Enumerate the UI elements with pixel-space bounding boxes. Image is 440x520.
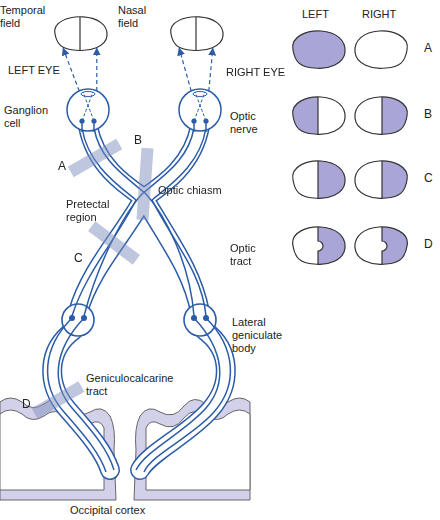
lgb-cell — [81, 315, 87, 321]
radiation-fiber — [136, 318, 220, 470]
lesion-band — [137, 148, 154, 221]
eye: LEFT EYE — [66, 88, 110, 132]
row-letter: D — [424, 238, 438, 251]
radiation-fill — [140, 330, 226, 470]
field-outline — [55, 17, 107, 51]
column-heading: LEFT — [302, 8, 342, 21]
eye-label: RIGHT EYE — [226, 66, 296, 79]
lesion-letter: B — [134, 134, 148, 147]
light-ray — [82, 92, 93, 121]
ganglion-cell — [203, 118, 208, 123]
field-outline — [293, 161, 345, 198]
light-ray-arrow — [96, 48, 97, 91]
radiation-outline — [140, 330, 226, 470]
ganglion-cell — [79, 118, 84, 123]
eyeball — [179, 89, 221, 131]
part-label: Pretectal region — [66, 198, 126, 224]
light-ray-arrow — [63, 48, 79, 91]
lesion-letter: A — [58, 160, 72, 173]
eye-shape — [178, 88, 222, 132]
field-divider — [195, 17, 196, 51]
part-label: Geniculocalcarine tract — [86, 372, 186, 398]
field-divider — [381, 97, 382, 135]
field-outline — [355, 97, 407, 134]
eye: RIGHT EYE — [178, 88, 222, 132]
part-label: Ganglion cell — [4, 104, 56, 130]
part-label: Optic nerve — [230, 110, 274, 136]
row-letter: A — [424, 42, 438, 55]
column-heading: RIGHT — [362, 8, 406, 21]
field-shade — [318, 226, 348, 266]
field-oval — [52, 16, 108, 52]
nerve-fiber — [152, 128, 206, 316]
field-oval — [168, 16, 224, 52]
part-label: Optic tract — [230, 242, 274, 268]
field-defect — [293, 31, 345, 68]
field-label: Nasal field — [118, 4, 164, 30]
row-letter: C — [424, 172, 438, 185]
field-divider — [382, 227, 387, 265]
field-divider — [381, 161, 382, 199]
field-outline — [355, 227, 407, 264]
light-ray-arrow — [179, 48, 191, 91]
field-outline — [293, 227, 345, 264]
field-divider — [317, 161, 318, 199]
lesion-letter: C — [74, 252, 88, 265]
eye-shape — [66, 88, 110, 132]
light-ray — [83, 92, 94, 121]
lgb-right — [184, 304, 216, 336]
lesion-band — [88, 221, 140, 264]
visual-field: Temporal field — [52, 16, 108, 52]
field-divider — [317, 97, 318, 135]
ganglion-cell — [91, 118, 96, 123]
light-ray — [195, 92, 206, 121]
field-divider — [318, 227, 323, 265]
lgb-left — [62, 304, 94, 336]
field-shade — [290, 96, 318, 136]
eyeball — [67, 89, 109, 131]
field-divider — [79, 17, 80, 51]
visual-field: Nasal field — [168, 16, 224, 52]
field-defect — [355, 31, 407, 68]
row-letter: B — [424, 108, 438, 121]
part-label: Optic chiasm — [158, 184, 238, 197]
lgb-cell — [191, 315, 197, 321]
light-ray — [194, 92, 205, 121]
lgb-cell — [203, 315, 209, 321]
field-shade — [382, 160, 410, 200]
lesion-band — [68, 139, 122, 177]
field-outline — [293, 97, 345, 134]
light-ray-arrow — [209, 48, 213, 91]
field-shade — [318, 160, 348, 200]
ganglion-cell — [191, 118, 196, 123]
lesion-letter: D — [22, 398, 36, 411]
lesion-band — [32, 381, 85, 418]
field-outline — [171, 17, 223, 51]
field-label: Temporal field — [0, 4, 50, 30]
lgb-cell — [69, 315, 75, 321]
eye-label: LEFT EYE — [8, 64, 64, 77]
field-shade — [382, 96, 410, 136]
part-label: Lateral geniculate body — [232, 316, 294, 355]
part-label: Occipital cortex — [70, 504, 180, 517]
field-outline — [355, 161, 407, 198]
